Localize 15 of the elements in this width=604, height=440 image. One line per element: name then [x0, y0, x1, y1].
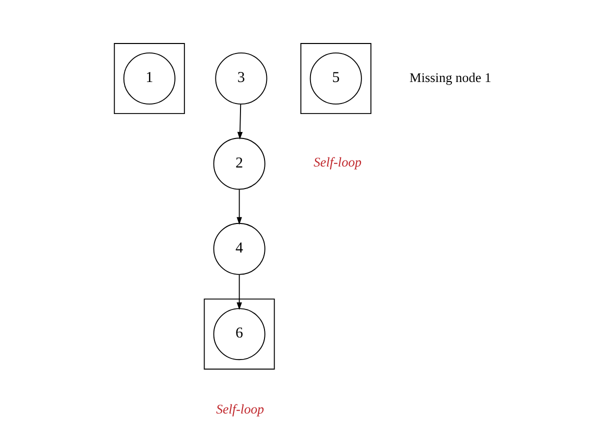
label: Self-loop [216, 401, 264, 416]
cluster [113, 43, 184, 114]
label: Missing node 1 [409, 70, 491, 86]
node-circle: 3 [214, 52, 267, 105]
cluster [203, 298, 274, 370]
node-circle: 5 [309, 52, 362, 105]
node-circle: 2 [212, 138, 265, 190]
arrow [236, 189, 242, 225]
node-circle: 6 [212, 308, 265, 360]
label: Self-loop [313, 154, 361, 170]
cluster [300, 43, 371, 114]
node-circle: 4 [212, 222, 265, 275]
node-circle: 1 [122, 52, 175, 105]
arrow [236, 104, 242, 140]
arrow [236, 274, 242, 310]
